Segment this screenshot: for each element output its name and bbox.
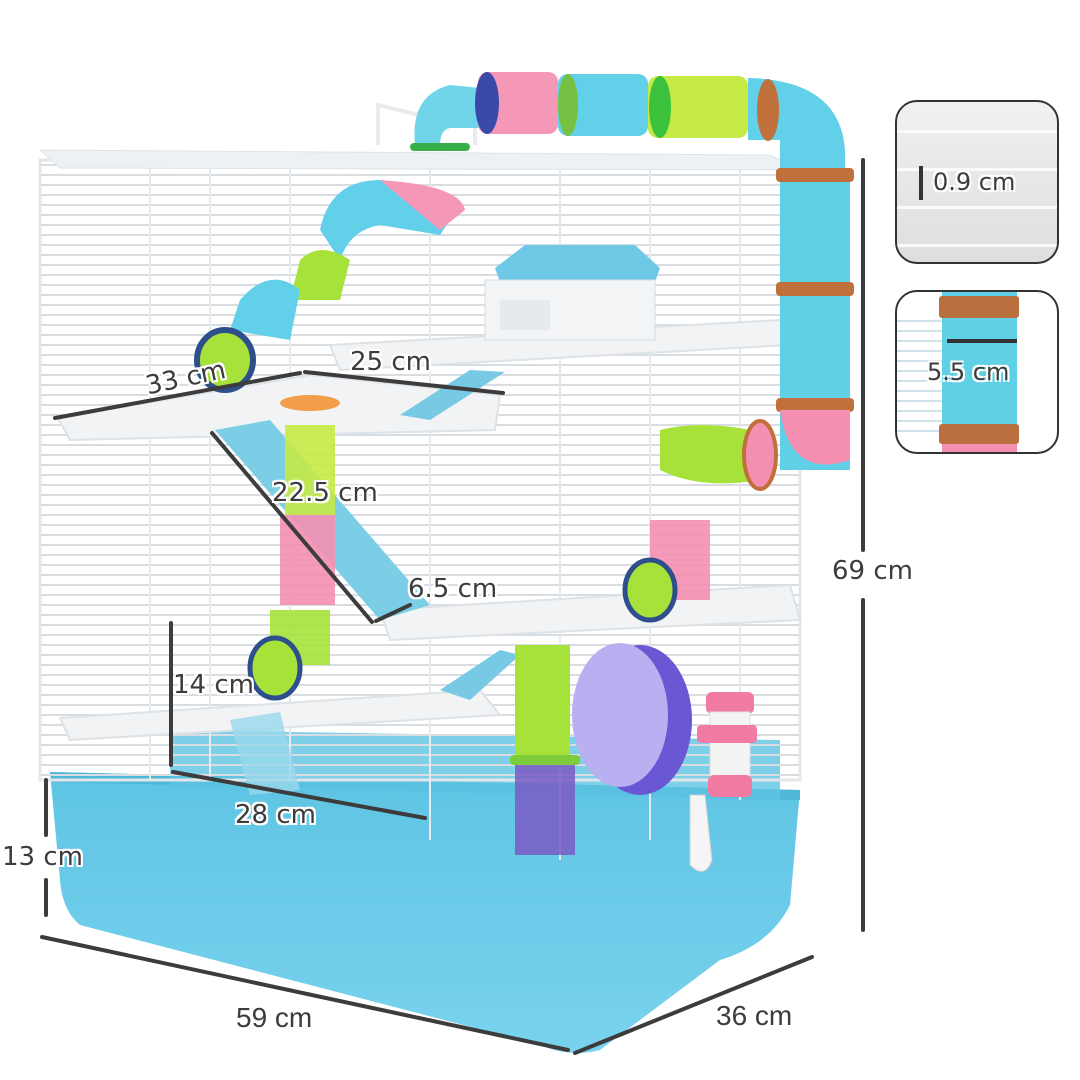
tube-diameter-label: 5.5 cm	[927, 358, 1010, 386]
overall-height-label: 69 cm	[832, 556, 913, 586]
dimension-lines	[40, 158, 865, 1055]
water-bottle	[697, 692, 757, 797]
floor-clearance-label: 14 cm	[173, 670, 254, 700]
bar-spacing-label: 0.9 cm	[933, 168, 1016, 196]
platform-depth-label: 25 cm	[350, 347, 431, 377]
tube-diameter-inset: 5.5 cm	[895, 290, 1059, 454]
hideout-house	[484, 245, 660, 341]
spacing-marker	[919, 166, 923, 200]
base-tray	[50, 772, 800, 1054]
bar-spacing-inset: 0.9 cm	[895, 100, 1059, 264]
base-height-label: 13 cm	[2, 842, 83, 872]
diameter-marker	[947, 339, 1017, 343]
depth-label: 36 cm	[716, 1000, 793, 1031]
ramp-length-label: 22.5 cm	[272, 478, 378, 508]
width-label: 59 cm	[236, 1002, 313, 1033]
lower-platform-width-label: 28 cm	[235, 800, 316, 830]
exercise-wheel	[572, 643, 692, 795]
ramp-width-label: 6.5 cm	[408, 574, 498, 604]
tube-system	[194, 72, 854, 855]
